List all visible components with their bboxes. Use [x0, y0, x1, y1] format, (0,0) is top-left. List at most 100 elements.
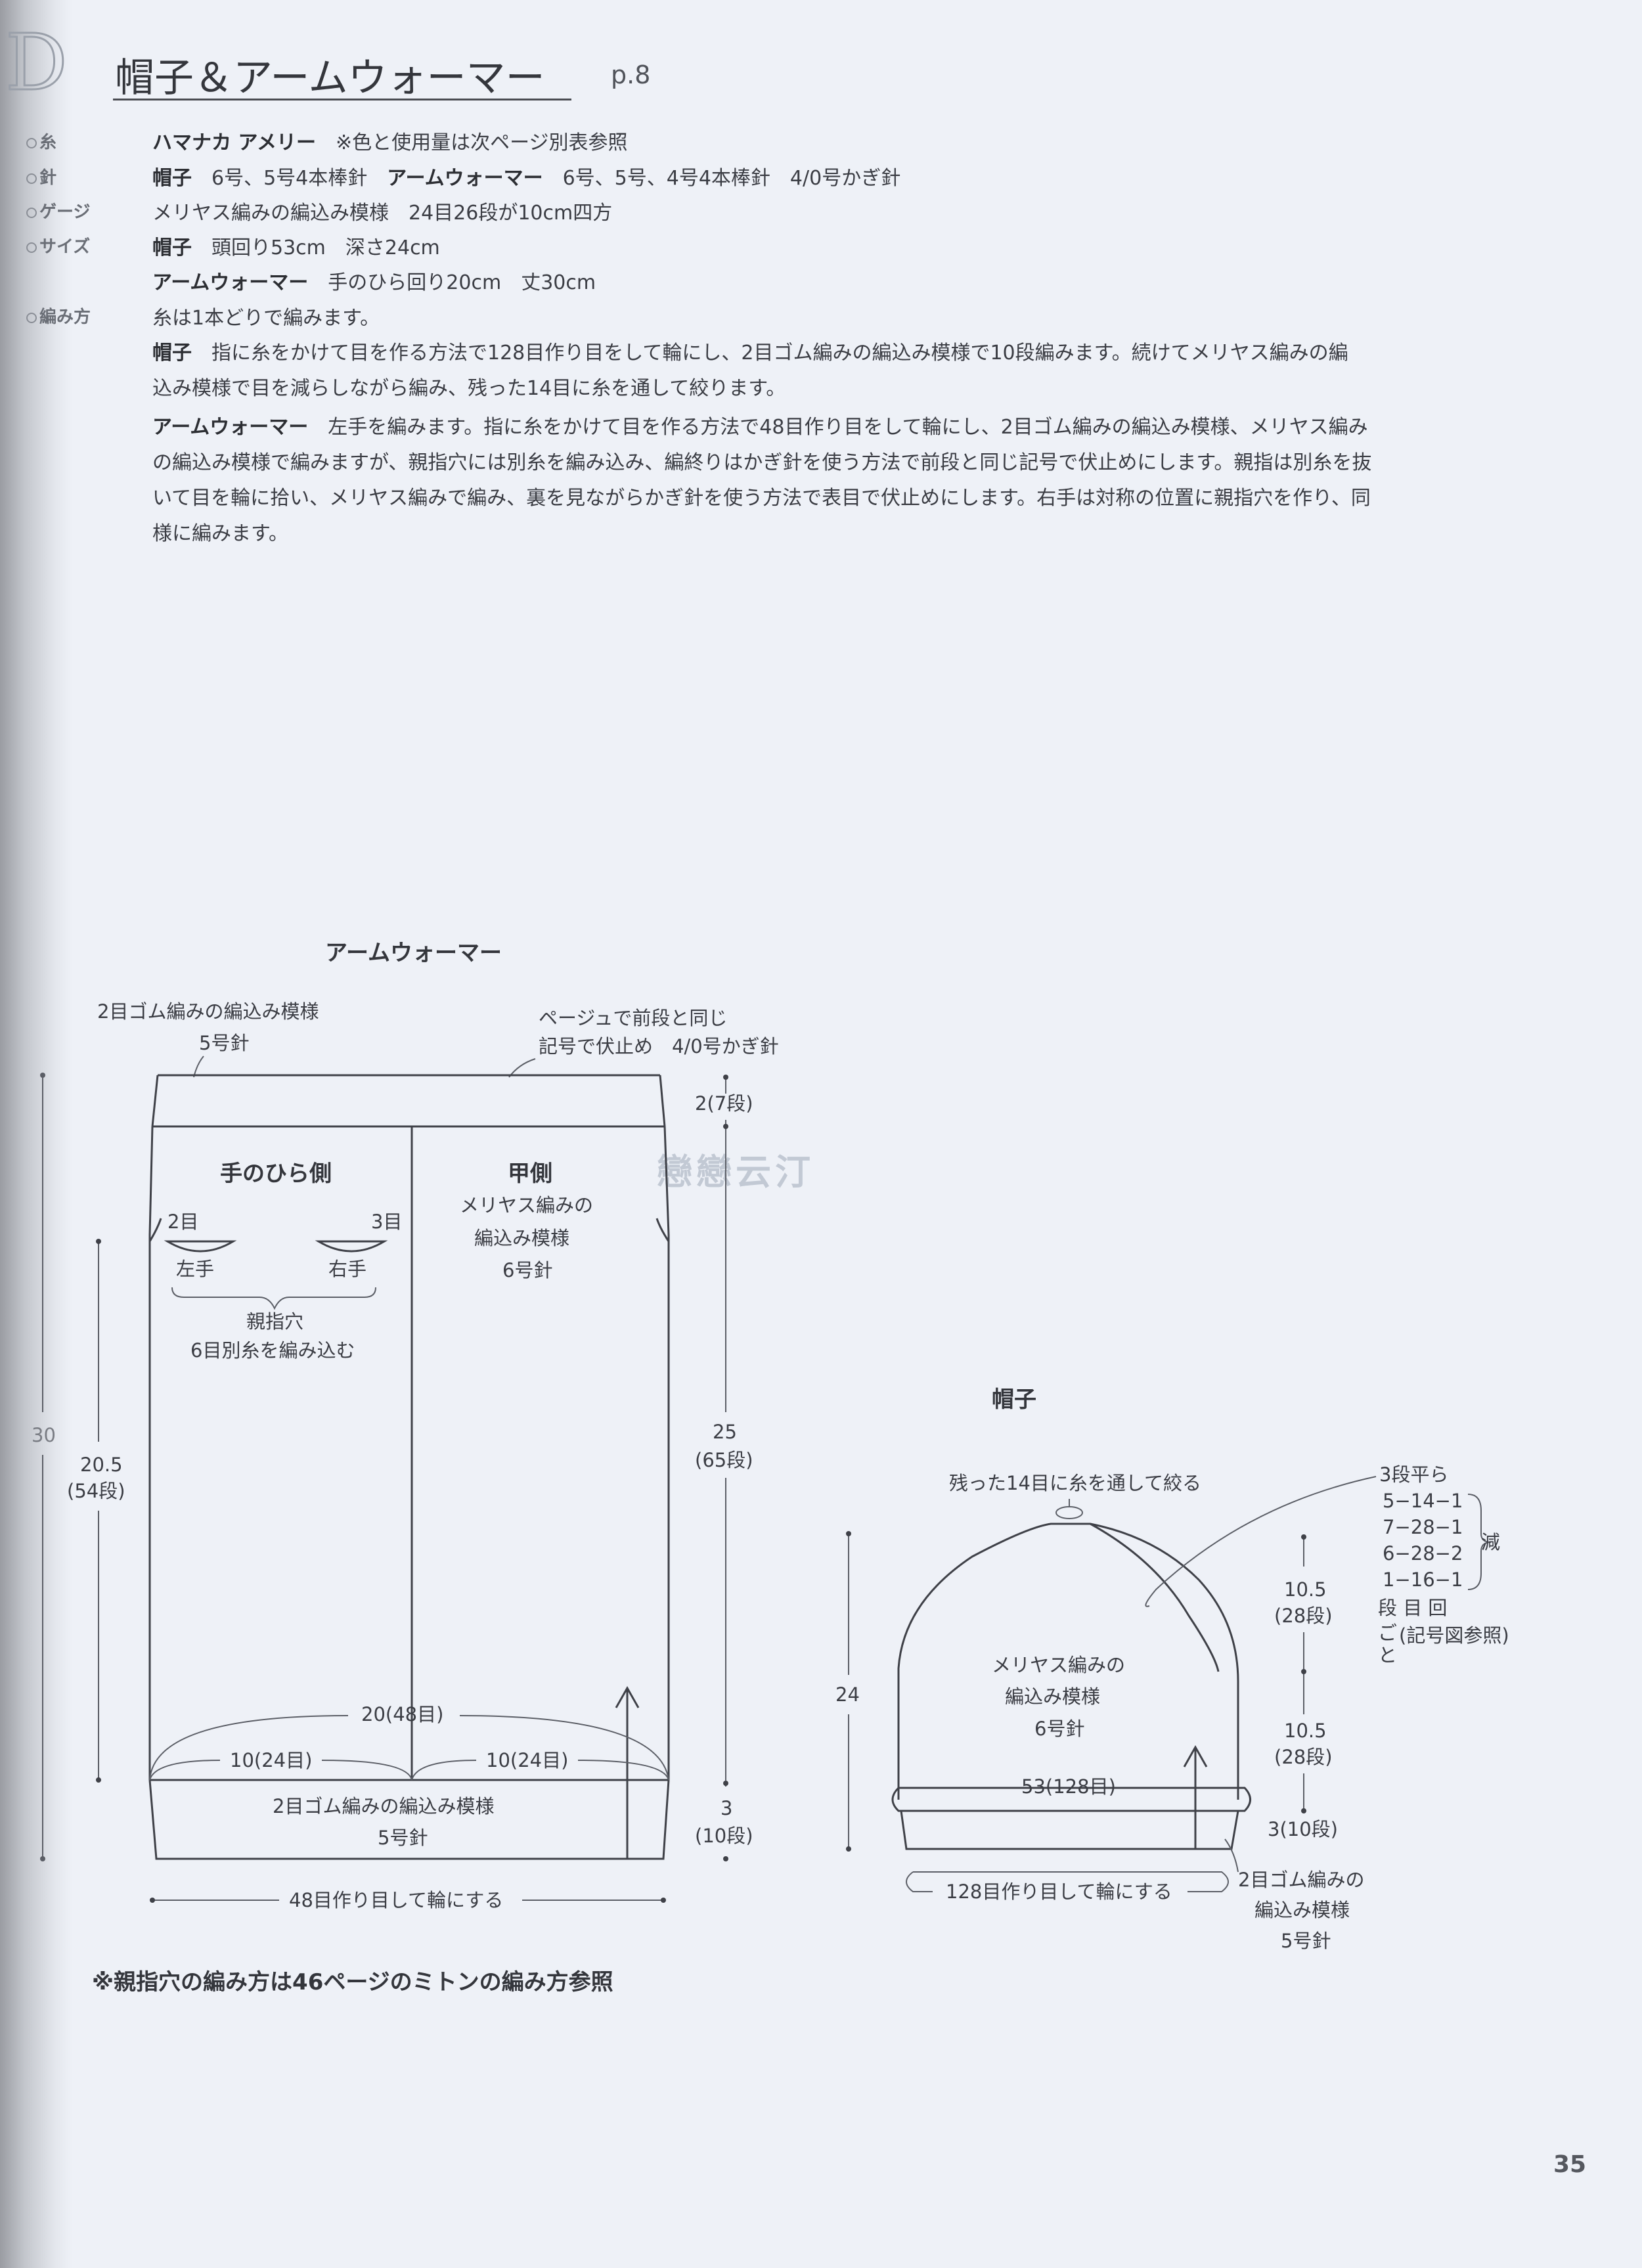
left-stitch-count: 2目: [167, 1211, 198, 1233]
arm-title: アームウォーマー: [325, 940, 502, 966]
bullet-icon: [26, 173, 37, 184]
dec-row: 7−28−1: [1383, 1516, 1463, 1538]
thumb-hole-label: 親指穴: [246, 1310, 303, 1333]
arm-bindoff-label: 記号で伏止め 4/0号かぎ針: [539, 1035, 779, 1057]
title-text: 帽子＆アームウォーマー: [115, 55, 545, 101]
bullet-icon: [26, 207, 37, 218]
arrow-head-icon: [615, 1685, 640, 1708]
dim-bottom-rows: (10段): [695, 1825, 753, 1847]
arm-top-rib-label: 2目ゴム編みの編込み模様: [97, 1000, 319, 1023]
hat-diagram: 帽子 残った14目に糸を通して絞る メリヤス編みの 編込み模様 6号針 53(1…: [835, 1387, 1509, 1952]
spec-line: 帽子 頭回り53cm 深さ24cm: [152, 236, 440, 259]
main-pattern-label: 編込み模様: [474, 1227, 569, 1249]
dim-dot: [661, 1898, 666, 1903]
dec-header: 3段平ら: [1379, 1463, 1448, 1486]
outline: [151, 1075, 159, 1127]
dec-ref: (記号図参照): [1399, 1624, 1509, 1647]
dec-footer: と: [1378, 1644, 1397, 1666]
bullet-icon: [26, 242, 37, 253]
hat-dim-mid-rows: (28段): [1274, 1746, 1333, 1768]
spec-line: 糸は1本どりで編みます。: [152, 307, 380, 330]
bracket: [1467, 1494, 1492, 1590]
dec-row: 1−16−1: [1383, 1568, 1463, 1591]
instruction-line: 込み模様で目を減らしながら編み、残った14目に糸を通して絞ります。: [152, 377, 786, 400]
hat-rib-band: [891, 1787, 1251, 1812]
dim-bottom-cm: 3: [721, 1797, 732, 1819]
dim-top: 2(7段): [695, 1092, 753, 1115]
gather-icon: [1055, 1506, 1083, 1519]
thumb-note: ※親指穴の編み方は46ページのミトンの編み方参照: [92, 1969, 613, 1995]
outline: [659, 1075, 666, 1127]
hat-crown: [897, 1523, 1239, 1800]
spec-line: メリヤス編みの編込み模様 24目26段が10cm四方: [152, 202, 613, 225]
hat-dim-top-cm: 10.5: [1284, 1578, 1327, 1601]
palm-side-label: 手のひら側: [220, 1161, 332, 1187]
hat-title: 帽子: [992, 1387, 1036, 1413]
dim-left-rows: (54段): [67, 1480, 125, 1502]
bottom-rib-label: 2目ゴム編みの編込み模様: [273, 1795, 494, 1817]
hat-width: 53(128目): [1021, 1775, 1116, 1798]
width-arc: [411, 1760, 477, 1781]
watermark: 戀戀云汀: [657, 1151, 814, 1193]
spec-label-gauge: ゲージ: [26, 198, 90, 223]
width-half-right: 10(24目): [486, 1749, 568, 1771]
spec-line: ハマナカ アメリー ※色と使用量は次ページ別表参照: [152, 131, 628, 154]
page-title: 帽子＆アームウォーマー: [115, 46, 545, 103]
main-needle-label: 6号針: [502, 1259, 552, 1281]
width-arc: [459, 1715, 669, 1781]
dec-row: 6−28−2: [1383, 1542, 1463, 1565]
spec-line: 帽子 6号、5号4本棒針 アームウォーマー 6号、5号、4号4本棒針 4/0号か…: [152, 167, 901, 190]
leader-line: [193, 1056, 204, 1078]
dec-footer: 段 目 回: [1378, 1597, 1447, 1619]
back-side-label: 甲側: [508, 1161, 552, 1187]
width-arc: [149, 1760, 221, 1781]
hat-rib: [900, 1810, 1239, 1850]
thumb-hole-left: [164, 1240, 237, 1253]
leader-line: [1145, 1476, 1377, 1607]
hat-rib-needle: 5号針: [1281, 1930, 1331, 1952]
hat-top-note: 残った14目に糸を通して絞る: [949, 1472, 1201, 1494]
width-arc: [577, 1760, 669, 1781]
hat-dim-top-rows: (28段): [1274, 1605, 1333, 1627]
dim-left-cm: 20.5: [80, 1454, 123, 1476]
hat-dim-rib: 3(10段): [1268, 1818, 1338, 1840]
thumb-hole-note: 6目別糸を編み込む: [190, 1339, 355, 1362]
dim-line: [913, 1871, 1229, 1892]
bottom-rib-needle: 5号針: [378, 1827, 428, 1849]
hat-height: 24: [835, 1683, 860, 1706]
instruction-line: の編込み模様で編みますが、親指穴には別糸を編み込み、編終りはかぎ針を使う方法で前…: [152, 451, 1372, 474]
hat-rib-label: 編込み模様: [1254, 1899, 1350, 1921]
thumb-notch: [655, 1218, 670, 1242]
left-hand-label: 左手: [176, 1258, 214, 1280]
thumb-hole-right: [315, 1240, 388, 1253]
book-spine-shadow: [0, 0, 72, 2268]
dim-dot: [150, 1898, 155, 1903]
dim-main-rows: (65段): [695, 1449, 753, 1471]
title-page-ref: p.8: [611, 60, 651, 89]
bottom-rib: [148, 1779, 670, 1860]
width-total: 20(48目): [361, 1703, 443, 1725]
section-letter: D: [5, 26, 68, 99]
arm-bindoff-label: ページュで前段と同じ: [539, 1007, 727, 1029]
spec-label-needle: 針: [26, 164, 56, 189]
title-underline: [113, 99, 571, 100]
hat-dim-mid-cm: 10.5: [1284, 1720, 1327, 1742]
instruction-line: いて目を輪に拾い、メリヤス編みで編み、裏を見ながらかぎ針を使う方法で表目で伏止め…: [152, 487, 1371, 510]
dec-footer: ご: [1378, 1622, 1397, 1644]
right-stitch-count: 3目: [371, 1211, 402, 1233]
leader-line: [1224, 1838, 1239, 1873]
dim-main-cm: 25: [713, 1421, 737, 1443]
arm-warmer-diagram: アームウォーマー 2目ゴム編みの編込み模様 5号針 ページュで前段と同じ 記号で…: [32, 940, 779, 1911]
dim-total: 30: [32, 1424, 56, 1446]
bullet-icon: [26, 137, 37, 148]
hat-rib-label: 2目ゴム編みの: [1238, 1869, 1364, 1891]
hat-decrease-line: [1090, 1523, 1220, 1672]
bullet-icon: [26, 312, 37, 323]
hat-cast-on: 128目作り目して輪にする: [946, 1880, 1172, 1903]
spec-label-size: サイズ: [26, 233, 90, 257]
width-half-left: 10(24目): [230, 1749, 312, 1771]
page-number: 35: [1553, 2151, 1587, 2178]
cast-on-label: 48目作り目して輪にする: [289, 1889, 503, 1911]
dec-row: 5−14−1: [1383, 1490, 1463, 1512]
